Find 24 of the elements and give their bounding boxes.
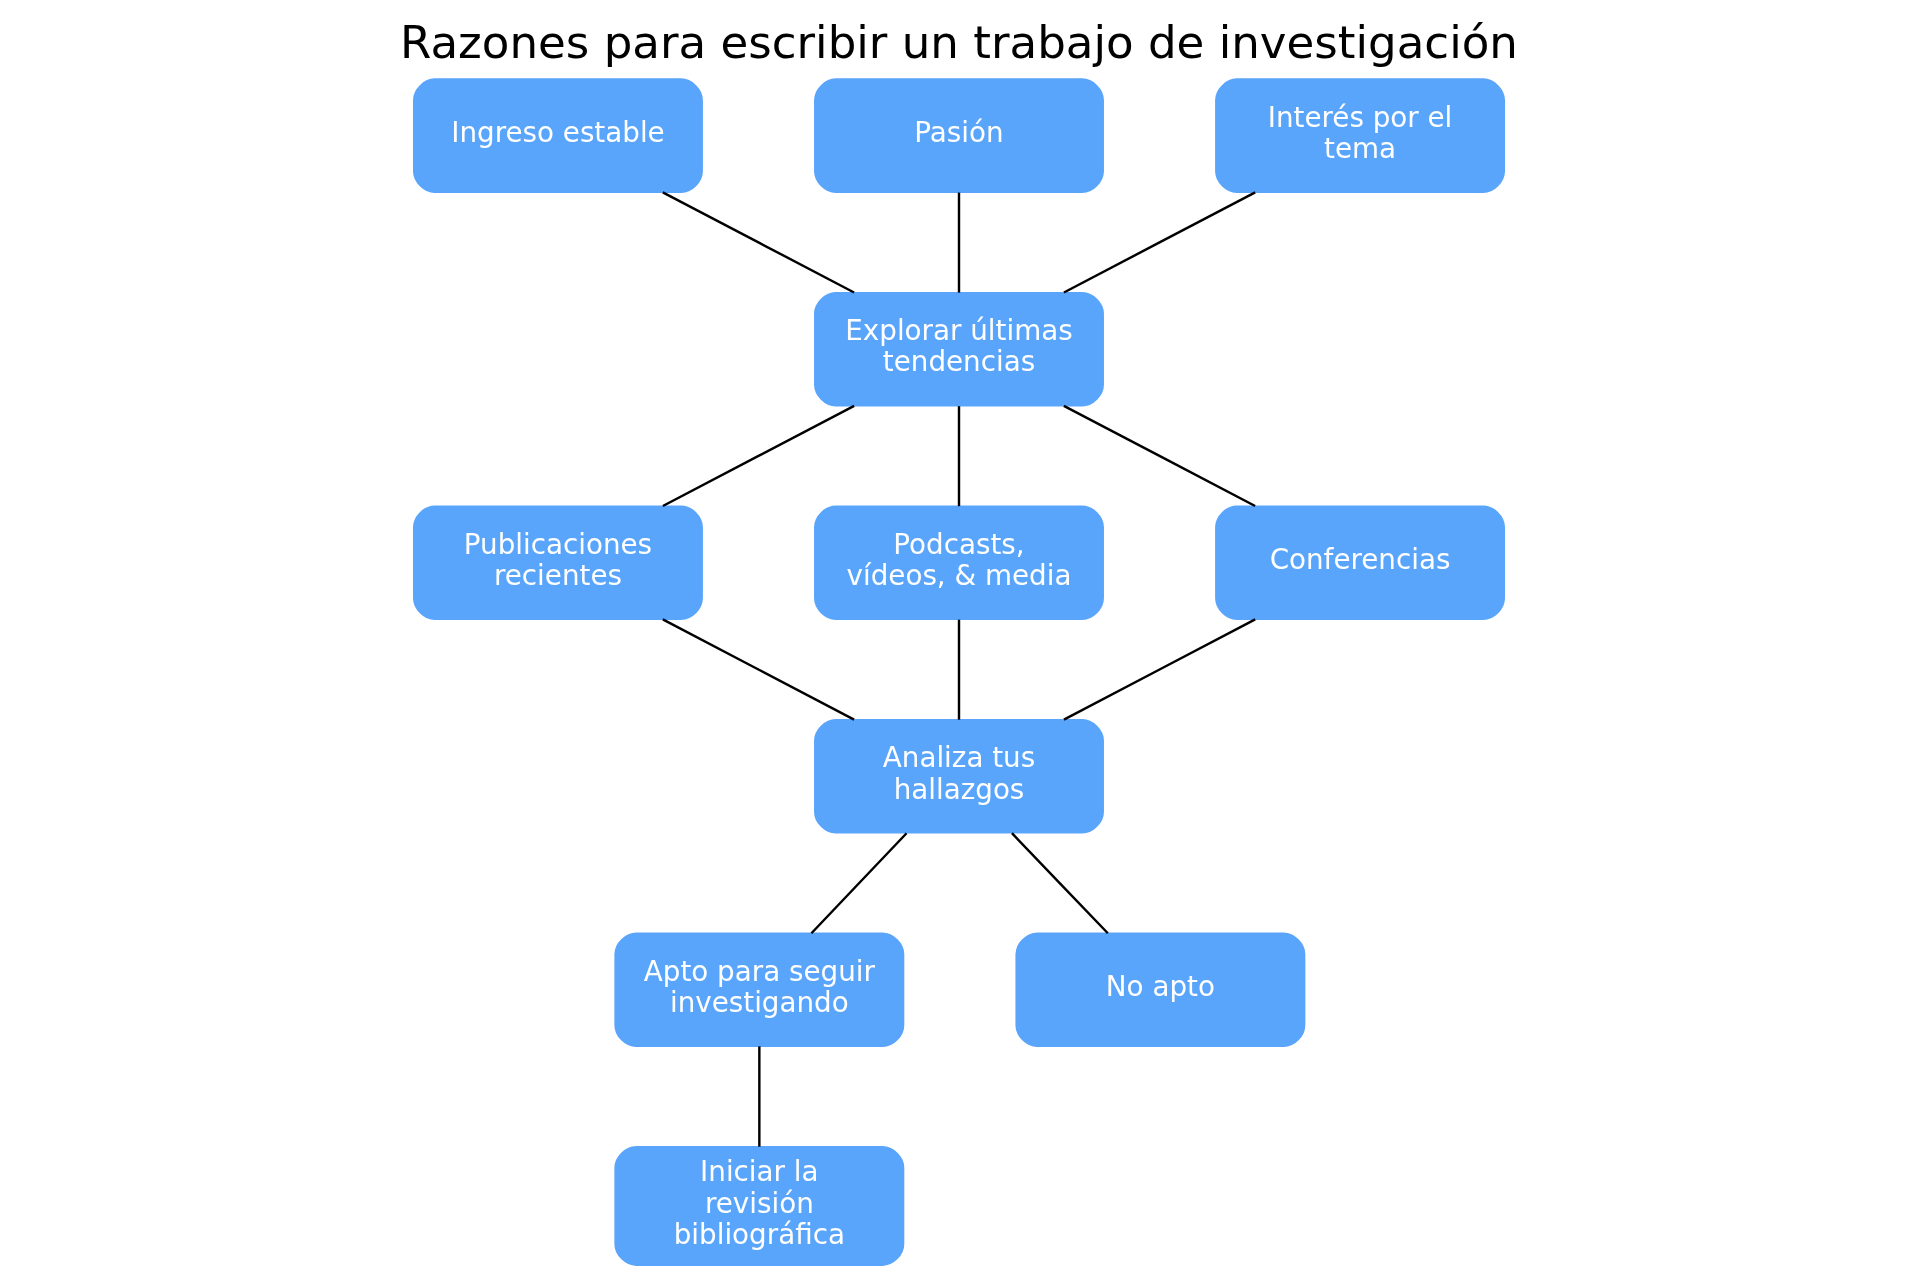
- connector: [661, 404, 855, 508]
- connector: [957, 619, 960, 720]
- node-box: Pasión: [813, 78, 1104, 193]
- node-box: Apto para seguir investigando: [613, 932, 904, 1048]
- connector: [1062, 404, 1256, 508]
- diagram-title: Razones para escribir un trabajo de investigación: [399, 16, 1518, 70]
- node-box: No apto: [1014, 932, 1305, 1048]
- node-box: Publicaciones recientes: [412, 505, 703, 621]
- connector: [1010, 832, 1109, 935]
- connector: [957, 406, 960, 507]
- node-box: Podcasts, vídeos, & media: [813, 505, 1104, 621]
- node-box: Interés por el tema: [1214, 78, 1505, 193]
- node-box: Ingreso estable: [412, 78, 703, 193]
- connector: [1062, 191, 1256, 294]
- node-box: Iniciar la revisión bibliográfica: [613, 1146, 904, 1266]
- connector: [757, 1046, 761, 1147]
- connector: [810, 832, 907, 935]
- connector: [661, 191, 855, 294]
- connector: [957, 192, 960, 293]
- node-box: Analiza tus hallazgos: [813, 719, 1104, 834]
- node-box: Conferencias: [1214, 505, 1505, 621]
- connector: [661, 618, 855, 721]
- connector: [1062, 618, 1256, 721]
- node-box: Explorar últimas tendencias: [813, 291, 1104, 407]
